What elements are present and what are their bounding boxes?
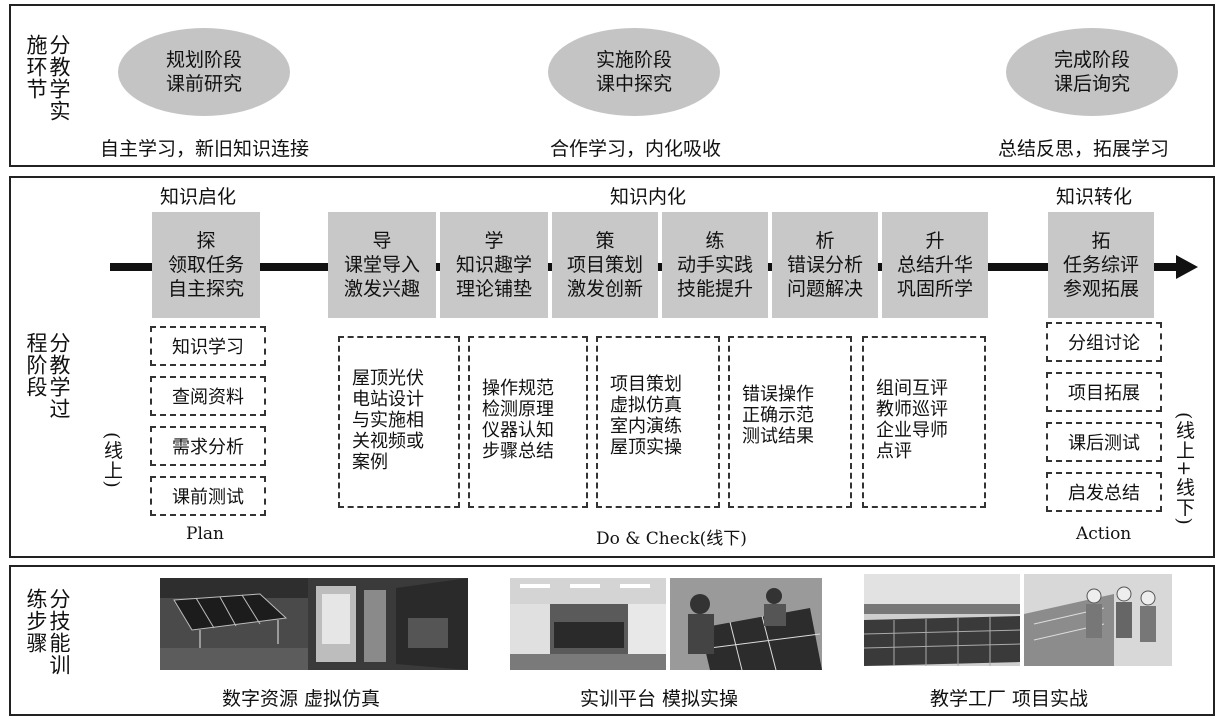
photo-training-platform [510, 578, 666, 670]
stage-elevate-line2: 巩固所学 [896, 278, 973, 300]
center-box-5-line-2: 教师巡评 [876, 399, 948, 420]
photo-teaching-factory [864, 574, 1020, 666]
center-box-2-line-2: 检测原理 [482, 399, 554, 420]
center-box-5-line-1: 组间互评 [876, 378, 948, 399]
stage-explore-line2: 自主探究 [167, 278, 244, 300]
stage-elevate-line1: 总结升华 [896, 254, 973, 276]
photo-digital-resource [160, 578, 308, 670]
stage-learn-line1: 知识趣学 [455, 254, 532, 276]
stage-plan-line1: 项目策划 [566, 254, 643, 276]
photo-project-practice [1024, 574, 1172, 666]
right-box-project-extension: 项目拓展 [1046, 372, 1162, 412]
center-box-1-line-4: 关视频或 [352, 431, 424, 452]
center-box-1-line-5: 案例 [352, 452, 388, 473]
stage-practice-line1: 动手实践 [676, 254, 753, 276]
center-box-4-line-3: 测试结果 [742, 426, 814, 447]
right-box-group-discussion: 分组讨论 [1046, 322, 1162, 362]
planning-phase-ellipse: 规划阶段 课前研究 [118, 28, 290, 116]
stage-elevate: 升 总结升华 巩固所学 [882, 212, 988, 318]
center-box-4-line-2: 正确示范 [742, 405, 814, 426]
center-box-3-line-3: 室内演练 [610, 416, 682, 437]
stage-extend-line2: 参观拓展 [1062, 278, 1139, 300]
center-box-5-line-3: 企业导师 [876, 420, 948, 441]
stage-explore: 探 领取任务 自主探究 [152, 212, 260, 318]
stage-analyze-line2: 问题解决 [786, 278, 863, 300]
completion-phase-caption: 总结反思，拓展学习 [998, 138, 1170, 160]
implementation-phase-ellipse: 实施阶段 课中探究 [548, 28, 720, 116]
center-box-evaluation: 组间互评 教师巡评 企业导师 点评 [862, 336, 986, 508]
center-box-3-line-2: 虚拟仿真 [610, 395, 682, 416]
left-box-reference-lookup: 查阅资料 [150, 376, 266, 416]
stage-extend-head: 拓 [1091, 230, 1111, 252]
stage-plan-head: 策 [595, 230, 615, 252]
stage-guide-line2: 激发兴趣 [343, 278, 420, 300]
planning-phase-caption: 自主学习，新旧知识连接 [100, 138, 310, 160]
phase-title-activation: 知识启化 [160, 186, 237, 208]
phase-title-transformation: 知识转化 [1056, 186, 1133, 208]
teaching-process-label: 分教学过程阶段 [24, 332, 71, 420]
stage-analyze: 析 错误分析 问题解决 [772, 212, 878, 318]
completion-phase-subtitle: 课后询究 [1053, 73, 1130, 95]
center-box-rooftop-pv-cases: 屋顶光伏 电站设计 与实施相 关视频或 案例 [338, 336, 460, 508]
center-box-3-line-4: 屋顶实操 [610, 437, 682, 458]
center-box-3-line-1: 项目策划 [610, 374, 682, 395]
stage-guide: 导 课堂导入 激发兴趣 [328, 212, 436, 318]
online-side-label: (线上) [101, 432, 123, 489]
process-arrow-head [1176, 255, 1198, 279]
stage-extend: 拓 任务综评 参观拓展 [1048, 212, 1154, 318]
center-box-error-demonstration: 错误操作 正确示范 测试结果 [728, 336, 852, 508]
center-box-project-simulation: 项目策划 虚拟仿真 室内演练 屋顶实操 [596, 336, 720, 508]
stage-practice: 练 动手实践 技能提升 [662, 212, 768, 318]
stage-elevate-head: 升 [925, 230, 945, 252]
footer-do-check: Do & Check(线下) [596, 529, 747, 549]
right-box-inspiration-summary: 启发总结 [1046, 472, 1162, 512]
stage-explore-line1: 领取任务 [167, 254, 244, 276]
completion-phase-ellipse: 完成阶段 课后询究 [1006, 28, 1178, 116]
center-box-5-line-4: 点评 [876, 441, 912, 462]
center-box-2-line-3: 仪器认知 [482, 420, 554, 441]
photo-simulated-operation [670, 578, 822, 670]
implementation-phase-title: 实施阶段 [595, 49, 672, 71]
online-offline-side-label: (线上+线下) [1173, 412, 1195, 526]
completion-phase-title: 完成阶段 [1053, 49, 1130, 71]
implementation-phase-subtitle: 课中探究 [595, 73, 672, 95]
center-box-1-line-1: 屋顶光伏 [352, 368, 424, 389]
stage-analyze-line1: 错误分析 [786, 254, 863, 276]
stage-learn: 学 知识趣学 理论铺垫 [440, 212, 548, 318]
implementation-phase-caption: 合作学习，内化吸收 [550, 138, 722, 160]
photo-virtual-simulation [308, 578, 468, 670]
planning-phase-subtitle: 课前研究 [165, 73, 242, 95]
center-box-1-line-2: 电站设计 [352, 389, 424, 410]
stage-explore-head: 探 [196, 230, 216, 252]
teaching-stages-label: 分教学实施环节 [24, 34, 71, 122]
skill-training-label: 分技能训练步骤 [24, 588, 71, 676]
stage-learn-head: 学 [484, 230, 504, 252]
footer-action: Action [1076, 524, 1132, 544]
stage-analyze-head: 析 [815, 230, 835, 252]
stage-guide-line1: 课堂导入 [343, 254, 420, 276]
stage-guide-head: 导 [372, 230, 392, 252]
center-box-4-line-1: 错误操作 [742, 384, 814, 405]
stage-extend-line1: 任务综评 [1062, 254, 1139, 276]
left-box-needs-analysis: 需求分析 [150, 426, 266, 466]
center-box-1-line-3: 与实施相 [352, 410, 424, 431]
footer-plan: Plan [186, 524, 224, 544]
left-box-pre-class-test: 课前测试 [150, 476, 266, 516]
left-box-knowledge-study: 知识学习 [150, 326, 266, 366]
planning-phase-title: 规划阶段 [165, 49, 242, 71]
phase-title-internalization: 知识内化 [610, 186, 687, 208]
caption-platform-operation: 实训平台 模拟实操 [580, 688, 739, 710]
stage-plan: 策 项目策划 激发创新 [552, 212, 658, 318]
stage-practice-head: 练 [705, 230, 725, 252]
right-box-post-class-test: 课后测试 [1046, 422, 1162, 462]
stage-learn-line2: 理论铺垫 [455, 278, 532, 300]
center-box-2-line-4: 步骤总结 [482, 441, 554, 462]
stage-plan-line2: 激发创新 [566, 278, 643, 300]
stage-practice-line2: 技能提升 [676, 278, 753, 300]
caption-digital-virtual: 数字资源 虚拟仿真 [222, 688, 381, 710]
center-box-operation-standards: 操作规范 检测原理 仪器认知 步骤总结 [468, 336, 588, 508]
caption-factory-project: 教学工厂 项目实战 [930, 688, 1089, 710]
center-box-2-line-1: 操作规范 [482, 378, 554, 399]
